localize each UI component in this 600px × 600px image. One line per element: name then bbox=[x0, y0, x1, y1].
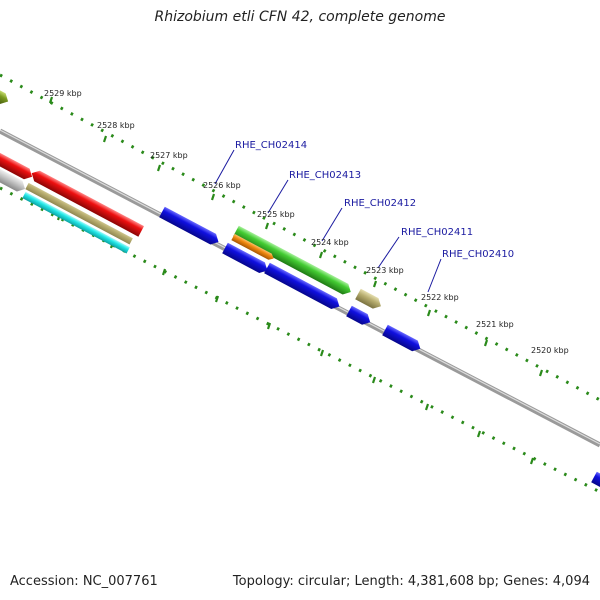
gene-feature[interactable] bbox=[22, 191, 130, 254]
gene-label-leaders bbox=[214, 149, 442, 293]
gene-feature[interactable] bbox=[264, 262, 342, 312]
tick-label: 2524 kbp bbox=[311, 238, 349, 247]
tick-label: 2527 kbp bbox=[150, 151, 188, 160]
gene-feature[interactable] bbox=[159, 206, 221, 248]
map-title: Rhizobium etli CFN 42, complete genome bbox=[154, 9, 446, 25]
tick-label: 2525 kbp bbox=[257, 210, 295, 219]
gene-feature[interactable] bbox=[25, 182, 133, 245]
scale-tick-labels: 2529 kbp 2528 kbp 2527 kbp 2526 kbp 2525… bbox=[44, 89, 569, 355]
gene-label-rhe-ch02412[interactable]: RHE_CH02412 bbox=[344, 198, 416, 209]
gene-feature[interactable] bbox=[0, 151, 35, 182]
gene-feature[interactable] bbox=[382, 324, 423, 354]
gene-tracks bbox=[0, 88, 600, 494]
gene-label-rhe-ch02413[interactable]: RHE_CH02413 bbox=[289, 170, 361, 181]
tick-label: 2528 kbp bbox=[97, 121, 135, 130]
gene-feature[interactable] bbox=[222, 242, 270, 276]
gene-feature[interactable] bbox=[355, 288, 384, 312]
gene-feature[interactable] bbox=[346, 305, 373, 328]
tick-label: 2520 kbp bbox=[531, 346, 569, 355]
gene-feature[interactable] bbox=[233, 225, 353, 298]
gene-feature[interactable] bbox=[0, 167, 28, 195]
gene-label-rhe-ch02410[interactable]: RHE_CH02410 bbox=[442, 249, 514, 260]
tick-label: 2526 kbp bbox=[203, 181, 241, 190]
accession-text: Accession: NC_007761 bbox=[10, 574, 158, 589]
tick-label: 2521 kbp bbox=[476, 320, 514, 329]
gene-feature[interactable] bbox=[0, 88, 11, 107]
gene-feature[interactable] bbox=[591, 471, 600, 494]
gene-name-labels: RHE_CH02414 RHE_CH02413 RHE_CH02412 RHE_… bbox=[235, 140, 514, 260]
scale-ring-outer bbox=[0, 73, 600, 402]
gene-feature[interactable] bbox=[29, 168, 145, 237]
gene-label-rhe-ch02414[interactable]: RHE_CH02414 bbox=[235, 140, 307, 151]
tick-label: 2529 kbp bbox=[44, 89, 82, 98]
genome-stats-text: Topology: circular; Length: 4,381,608 bp… bbox=[232, 574, 590, 589]
gene-label-rhe-ch02411[interactable]: RHE_CH02411 bbox=[401, 227, 473, 238]
tick-label: 2523 kbp bbox=[366, 266, 404, 275]
gene-feature[interactable] bbox=[231, 233, 275, 262]
tick-label: 2522 kbp bbox=[421, 293, 459, 302]
